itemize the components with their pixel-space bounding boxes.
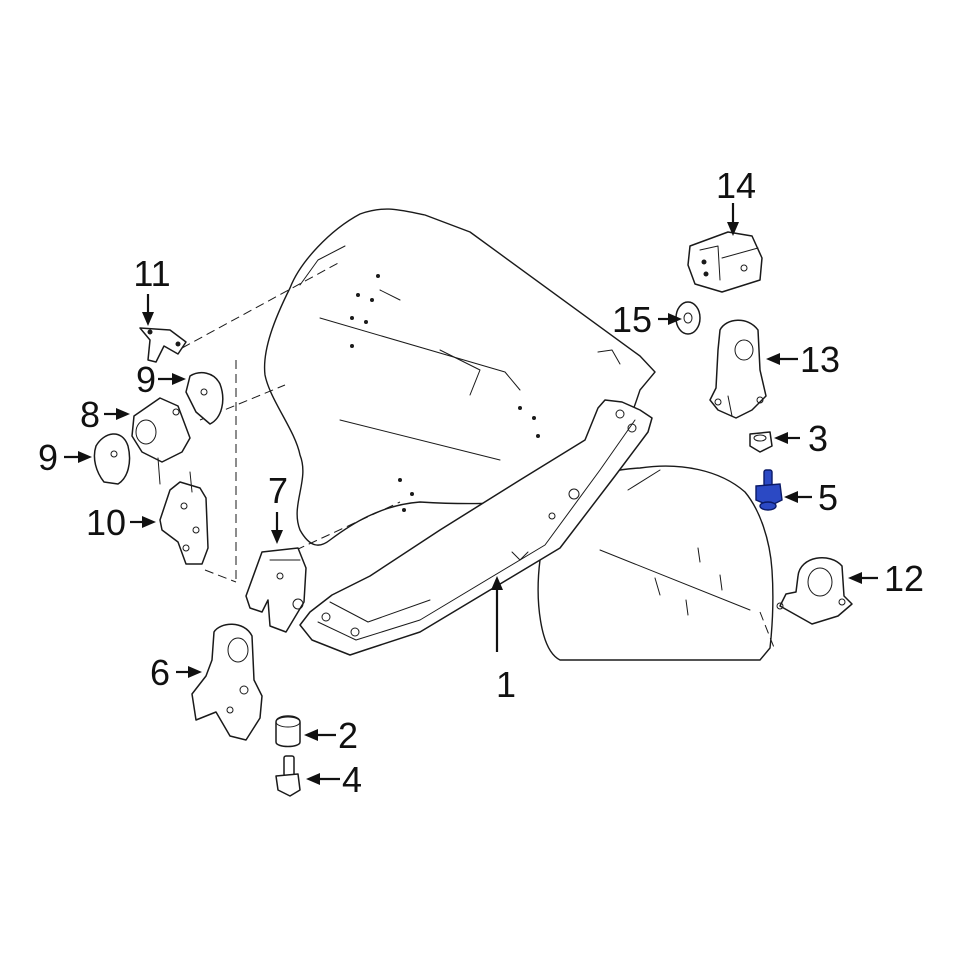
- mount-part-13[interactable]: [709, 319, 767, 419]
- transmission-outline: [537, 465, 774, 661]
- engine-outline: [263, 208, 656, 546]
- callout-12[interactable]: 12: [884, 558, 924, 599]
- callout-5[interactable]: 5: [818, 477, 838, 518]
- callout-9-lower[interactable]: 9: [38, 437, 58, 478]
- callout-labels: 1 2 3 4 5 6 7 8 9 9 10 11 12 13 14 15: [38, 165, 924, 800]
- bracket-part-10[interactable]: [159, 471, 209, 565]
- callout-6[interactable]: 6: [150, 652, 170, 693]
- callout-arrows: [64, 203, 878, 785]
- bracket-part-11[interactable]: [139, 327, 187, 363]
- mount-part-6[interactable]: [191, 623, 263, 741]
- mount-part-8[interactable]: [131, 397, 191, 485]
- callout-3[interactable]: 3: [808, 418, 828, 459]
- callout-9-upper[interactable]: 9: [136, 359, 156, 400]
- callout-4[interactable]: 4: [342, 759, 362, 800]
- engine-bracket-part-14[interactable]: [687, 231, 763, 293]
- callout-11[interactable]: 11: [133, 253, 170, 294]
- callout-14[interactable]: 14: [716, 165, 756, 206]
- mount-part-12[interactable]: [776, 557, 853, 625]
- callout-7[interactable]: 7: [268, 470, 288, 511]
- nut-part-3[interactable]: [749, 431, 773, 453]
- callout-1[interactable]: 1: [496, 664, 516, 705]
- bolt-part-5-highlighted[interactable]: [755, 469, 783, 511]
- bracket-part-7[interactable]: [245, 547, 307, 633]
- shield-part-9-lower[interactable]: [93, 433, 131, 485]
- shield-part-9-upper[interactable]: [185, 371, 224, 425]
- callout-13[interactable]: 13: [800, 339, 840, 380]
- bushing-part-2[interactable]: [275, 715, 301, 748]
- callout-8[interactable]: 8: [80, 394, 100, 435]
- crossmember-part-1[interactable]: [299, 399, 653, 656]
- stud-part-4[interactable]: [275, 755, 301, 797]
- callout-2[interactable]: 2: [338, 715, 358, 756]
- callout-10[interactable]: 10: [86, 502, 126, 543]
- callout-15[interactable]: 15: [612, 299, 652, 340]
